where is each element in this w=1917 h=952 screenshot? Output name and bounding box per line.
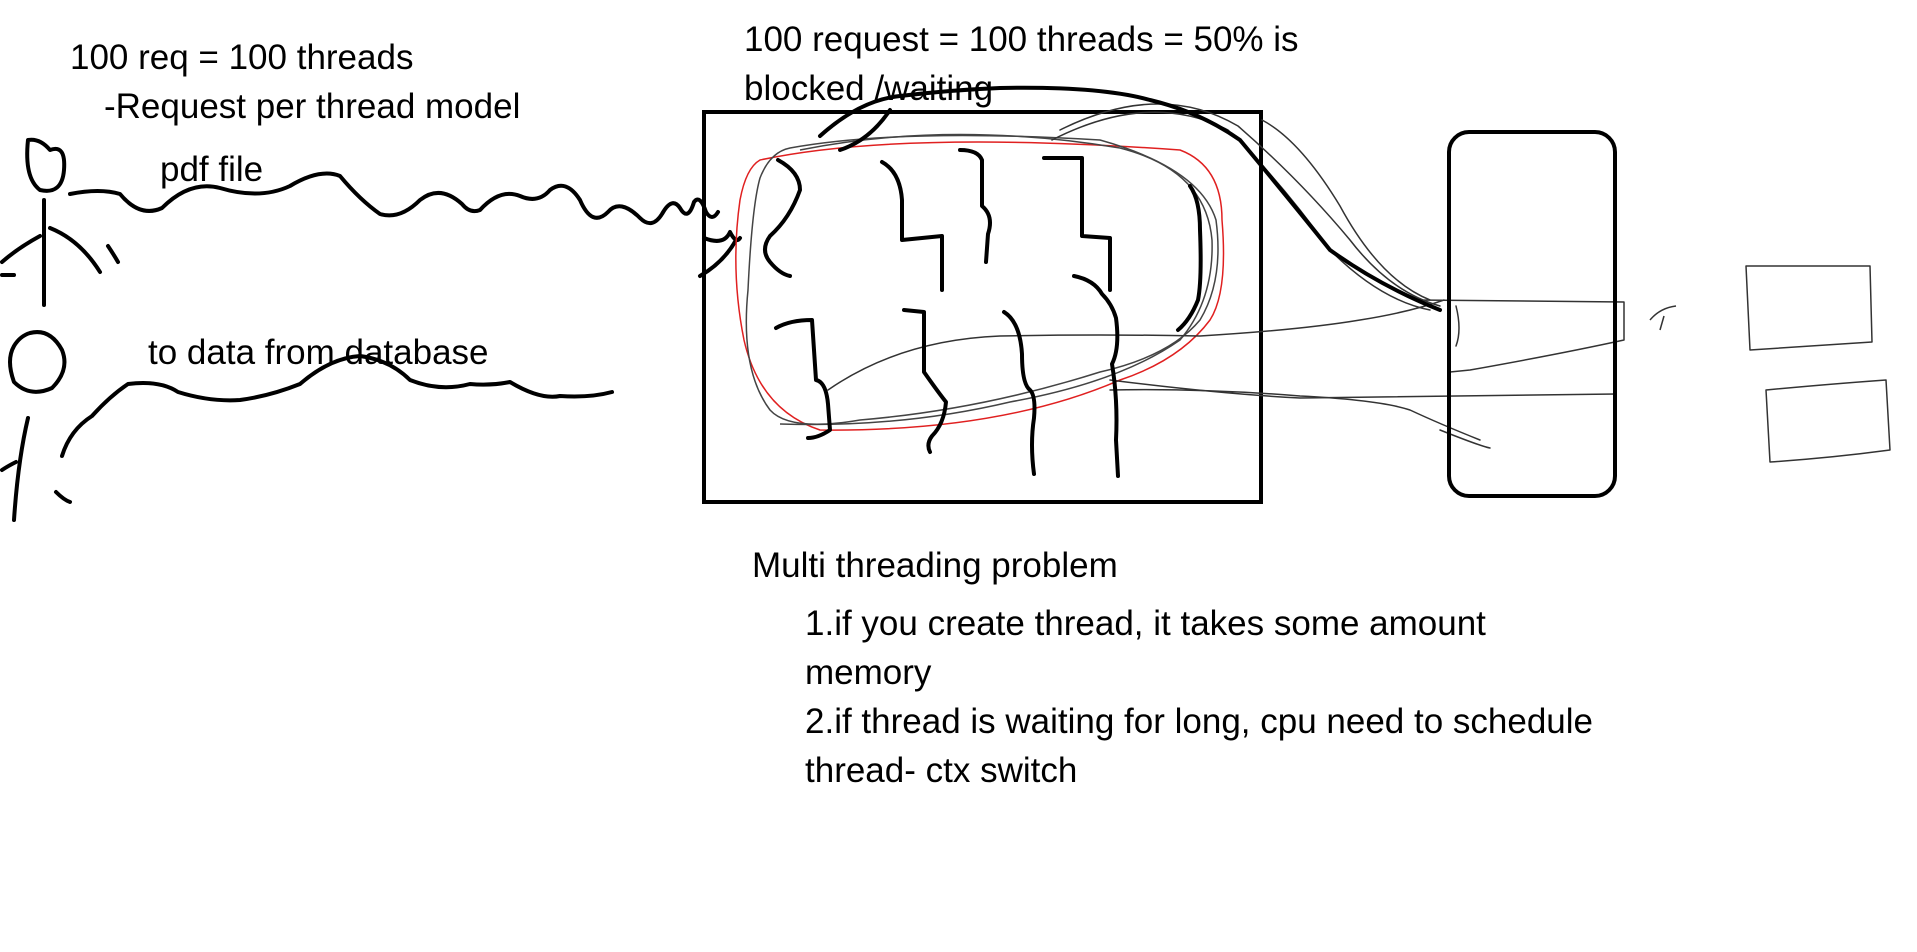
thread-pool-highlight: [735, 141, 1225, 431]
problem-title: Multi threading problem: [752, 546, 1118, 585]
thread-pool-outline: [745, 133, 1219, 426]
problem-point-1-line2: memory: [805, 653, 932, 692]
external-box-top: [1649, 265, 1873, 351]
database-box: [1447, 130, 1617, 498]
user-figure-top: [0, 137, 120, 307]
problem-point-2-line2: thread- ctx switch: [805, 751, 1078, 790]
server-box: [702, 110, 1263, 504]
thread-lines: [763, 85, 1442, 478]
user-figure-bottom: [0, 330, 72, 522]
label-data-from-database: to data from database: [148, 333, 489, 372]
problem-point-2-line1: 2.if thread is waiting for long, cpu nee…: [805, 702, 1593, 741]
label-pdf-file: pdf file: [160, 150, 264, 189]
db-connection-lines: [827, 103, 1625, 449]
label-blocked-line2: blocked /waiting: [744, 69, 994, 108]
label-blocked-line1: 100 request = 100 threads = 50% is: [744, 20, 1299, 59]
problem-point-1-line1: 1.if you create thread, it takes some am…: [805, 604, 1486, 643]
label-request-per-thread-model: -Request per thread model: [104, 87, 521, 126]
external-box-bottom: [1765, 379, 1891, 463]
request-line-database: [60, 354, 614, 458]
label-req-threads: 100 req = 100 threads: [70, 38, 414, 77]
